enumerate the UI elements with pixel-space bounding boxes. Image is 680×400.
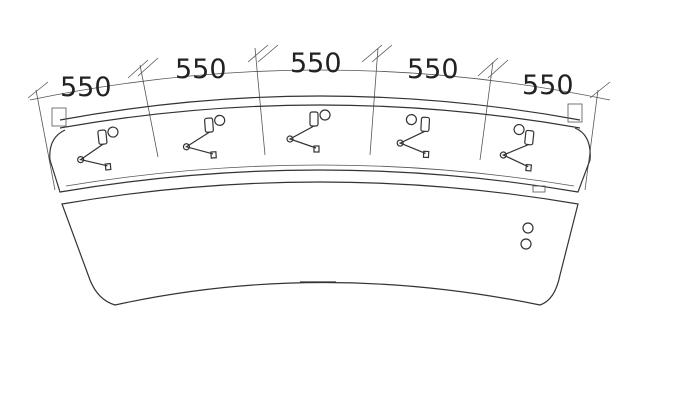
dimension-labels: 550 550 550 550 550 <box>60 48 574 103</box>
dimension-label-4: 550 <box>407 54 459 85</box>
dimension-label-2: 550 <box>175 54 227 85</box>
dimension-label-3: 550 <box>290 48 342 79</box>
monitor-arm-icon <box>182 114 226 159</box>
dimension-label-1: 550 <box>60 72 112 103</box>
monitor-arm-icon <box>499 123 535 172</box>
dimension-lines <box>27 44 611 191</box>
desk-top-shelf <box>49 95 591 193</box>
monitor-arm-icon <box>396 114 431 159</box>
desk-lower-panel <box>61 181 579 306</box>
monitor-arm-icon <box>77 126 119 171</box>
dimension-label-5: 550 <box>522 70 574 101</box>
monitor-arms <box>77 109 535 172</box>
monitor-arm-icon <box>286 109 331 153</box>
